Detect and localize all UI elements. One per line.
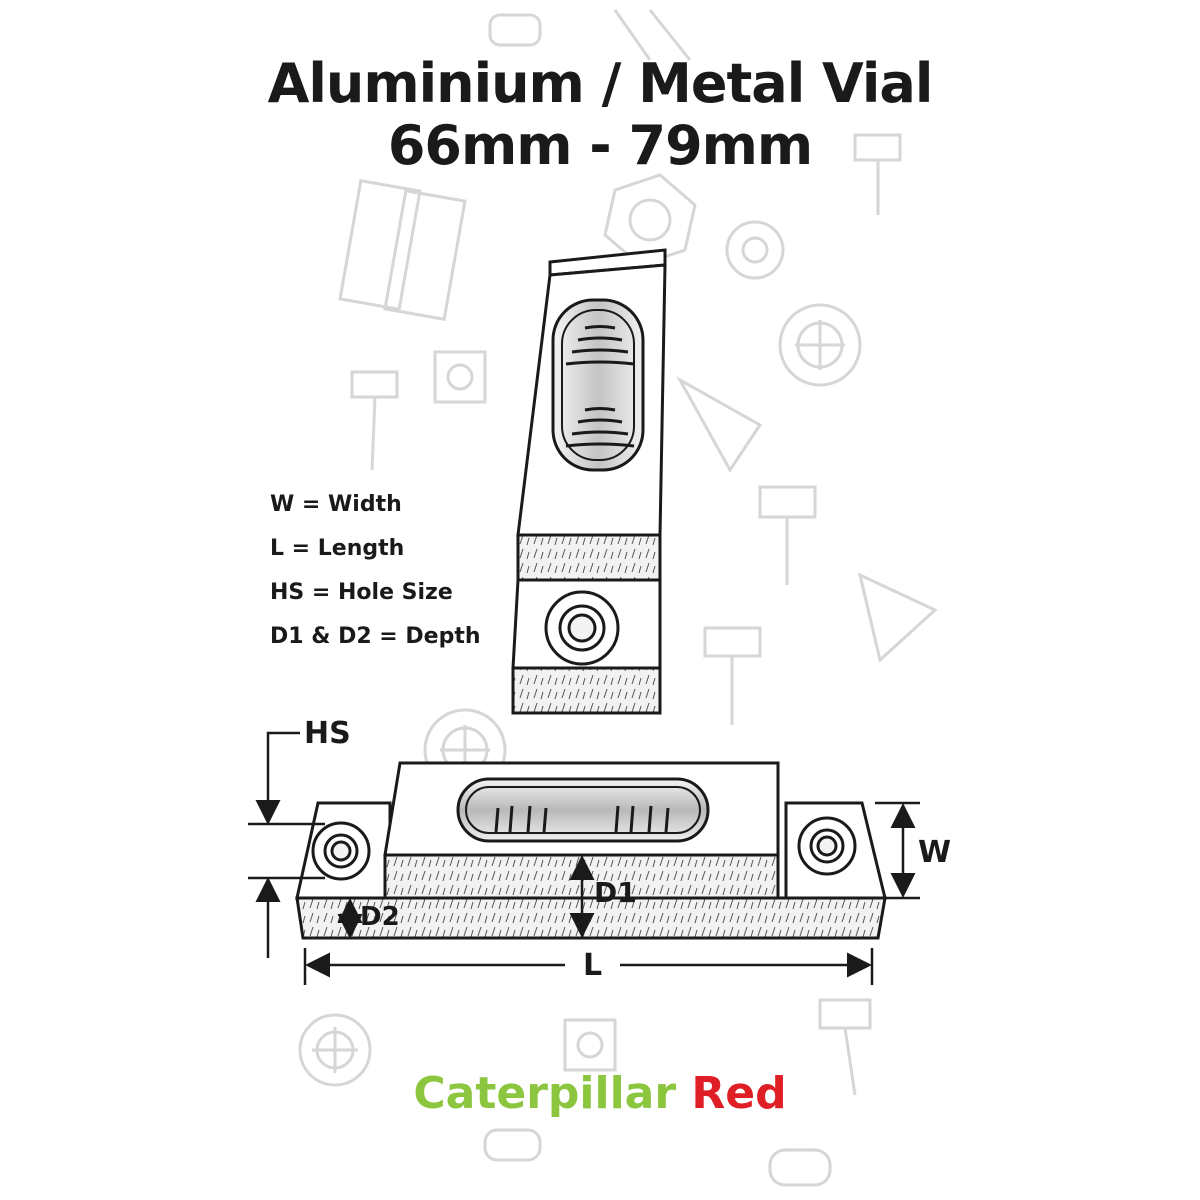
label-d1: D1 <box>594 876 637 909</box>
title-line-2: 66mm - 79mm <box>387 114 813 177</box>
label-d2: D2 <box>360 902 400 932</box>
upright-wood-side-upper <box>516 533 662 582</box>
label-w: W <box>918 835 951 870</box>
side-vial-inner <box>465 786 701 834</box>
side-vial-marks <box>494 805 670 833</box>
upright-hole-bore <box>567 613 597 643</box>
upright-glass-vial <box>551 298 645 472</box>
legend-depth: D1 & D2 = Depth <box>270 624 481 649</box>
washer-icon <box>725 220 785 280</box>
square-nut-icon <box>433 350 617 1072</box>
brand-text-caterpillar: Caterpillar <box>413 1068 677 1119</box>
screw-icon <box>350 133 938 1096</box>
nut-icon <box>603 173 697 267</box>
brand-text-red: Red <box>691 1068 787 1119</box>
hinge-icon <box>338 178 467 322</box>
brand-logo: Caterpillar Red <box>0 1068 1200 1119</box>
upright-wood-side-lower <box>511 666 662 715</box>
title-line-1: Aluminium / Metal Vial <box>267 52 934 115</box>
bolt-icon <box>483 9 832 1187</box>
legend-width: W = Width <box>270 492 402 517</box>
upright-vial <box>511 248 667 715</box>
side-left-hole-bore <box>330 840 352 862</box>
side-glass-vial <box>456 777 710 843</box>
label-hs: HS <box>304 716 351 751</box>
label-l: L <box>583 948 602 983</box>
dimension-lines <box>248 731 920 985</box>
hs-arrow-top <box>255 731 300 825</box>
legend-length: L = Length <box>270 536 405 561</box>
upright-vial-marks <box>565 325 635 448</box>
legend-hole-size: HS = Hole Size <box>270 580 453 605</box>
side-right-hole-bore <box>816 835 838 857</box>
upright-vial-inner <box>561 309 635 461</box>
